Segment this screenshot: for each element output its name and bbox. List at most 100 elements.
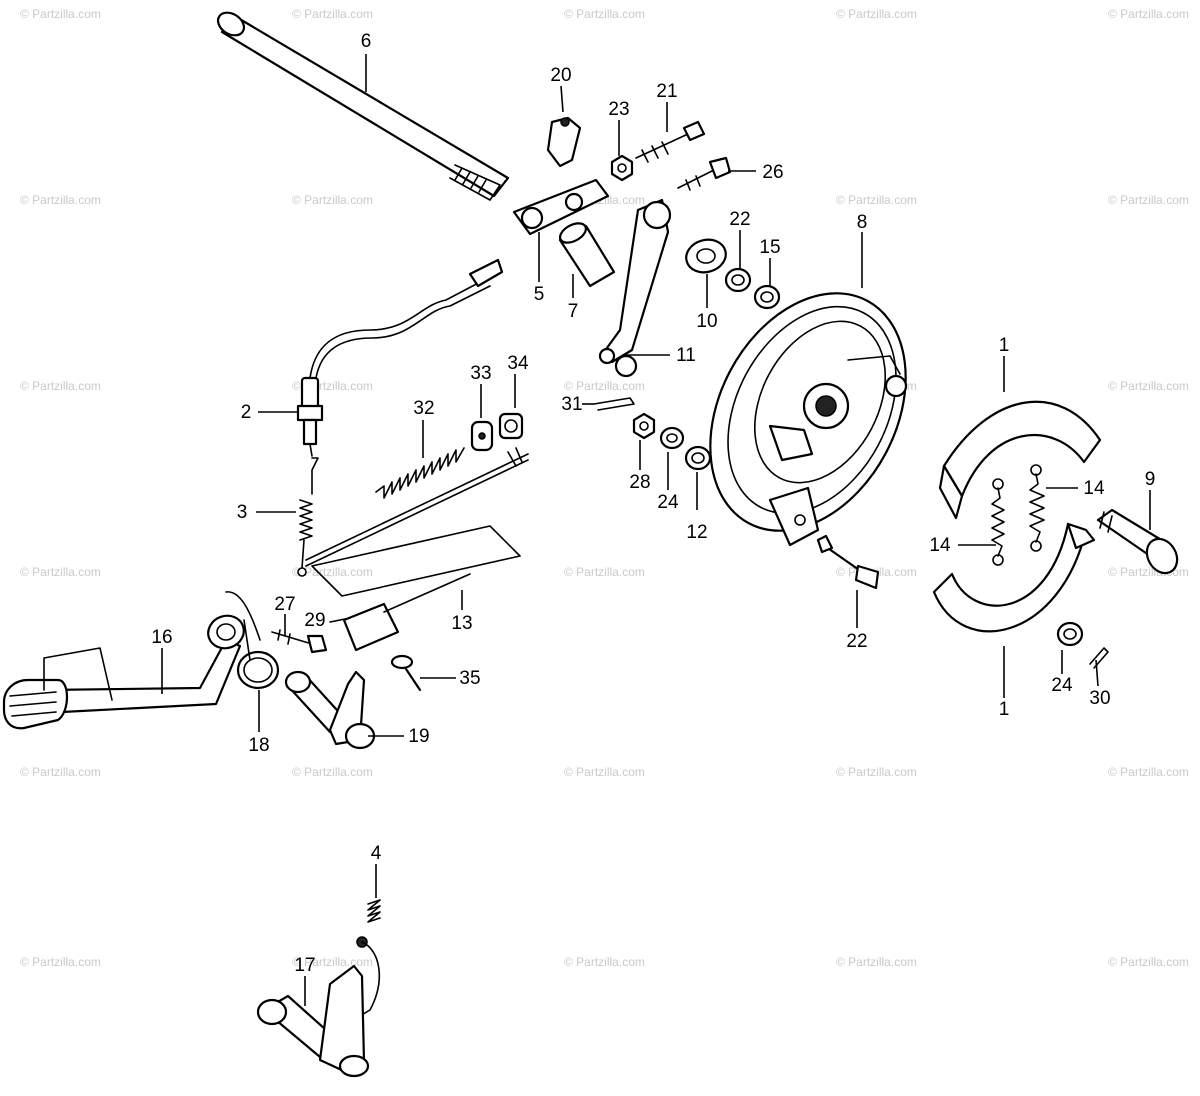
callout-31: 31 (561, 394, 582, 415)
callout-16: 16 (151, 627, 172, 648)
callout-labels: 6 20 21 23 26 8 22 15 5 7 10 11 1 33 34 … (151, 31, 1155, 976)
callout-13: 13 (451, 613, 472, 634)
brake-panel-part-8[interactable] (671, 259, 945, 564)
switch-spring-part-3[interactable] (297, 457, 319, 577)
watermark-text: © Partzilla.com (20, 565, 101, 579)
watermark-text: © Partzilla.com (1108, 7, 1189, 21)
watermark-text: © Partzilla.com (292, 565, 373, 579)
watermark-text: © Partzilla.com (564, 7, 645, 21)
washer-part-15[interactable] (753, 284, 781, 310)
callout-9: 9 (1145, 469, 1156, 490)
callout-19: 19 (408, 726, 429, 747)
callout-4: 4 (371, 843, 382, 864)
watermark-text: © Partzilla.com (564, 955, 645, 969)
brake-pedal-part-16[interactable] (2, 591, 261, 730)
callout-22-bottom: 22 (846, 631, 867, 652)
brake-shoe-lower-part-1[interactable] (932, 522, 1096, 633)
spring-part-32[interactable] (375, 447, 465, 499)
bolt-part-27[interactable] (271, 629, 328, 654)
seal-part-10[interactable] (683, 235, 730, 276)
cotter-pin-part-30[interactable] (1089, 647, 1109, 669)
return-spring-part-18[interactable] (236, 619, 280, 690)
callout-26: 26 (762, 162, 783, 183)
callout-29: 29 (304, 610, 325, 631)
callout-12: 12 (686, 522, 707, 543)
callout-1-bottom: 1 (999, 699, 1010, 720)
callout-23: 23 (608, 99, 629, 120)
leader-lines (161, 54, 1151, 1006)
callout-14-right: 14 (1083, 478, 1105, 499)
callout-3: 3 (237, 502, 248, 523)
callout-18: 18 (248, 735, 269, 756)
joint-part-33[interactable] (470, 420, 494, 452)
pin-part-29[interactable] (329, 617, 351, 623)
watermark-text: © Partzilla.com (1108, 565, 1189, 579)
watermark-text: © Partzilla.com (20, 765, 101, 779)
brake-cam-part-9[interactable] (1096, 508, 1183, 579)
spring-part-14-right[interactable] (1029, 464, 1045, 552)
callout-24-bottom: 24 (1051, 675, 1073, 696)
watermark-layer: © Partzilla.com © Partzilla.com © Partzill… (20, 7, 1189, 969)
watermark-text: © Partzilla.com (836, 765, 917, 779)
callout-10: 10 (696, 311, 717, 332)
callout-6: 6 (361, 31, 372, 52)
callout-21: 21 (656, 81, 677, 102)
watermark-text: © Partzilla.com (292, 193, 373, 207)
washer-part-24[interactable] (659, 426, 685, 450)
watermark-text: © Partzilla.com (836, 955, 917, 969)
brake-shoe-upper-part-1[interactable] (938, 400, 1102, 520)
washer-part-12[interactable] (684, 445, 712, 471)
callout-14-left: 14 (929, 535, 951, 556)
brake-arm-part-11[interactable] (598, 198, 672, 378)
watermark-text: © Partzilla.com (1108, 765, 1189, 779)
pivot-arm-part-17[interactable] (256, 936, 381, 1078)
watermark-text: © Partzilla.com (1108, 379, 1189, 393)
washer-part-22[interactable] (724, 267, 752, 293)
watermark-text: © Partzilla.com (292, 955, 373, 969)
nut-part-28[interactable] (632, 412, 656, 440)
watermark-text: © Partzilla.com (1108, 193, 1189, 207)
callout-28: 28 (629, 472, 650, 493)
watermark-text: © Partzilla.com (292, 765, 373, 779)
watermark-text: © Partzilla.com (836, 7, 917, 21)
adjusting-nut-part-34[interactable] (498, 412, 524, 440)
callout-22-top: 22 (729, 209, 750, 230)
callout-8: 8 (857, 212, 868, 233)
callout-35: 35 (459, 668, 480, 689)
collar-part-7[interactable] (557, 219, 616, 288)
washer-part-24-lower[interactable] (1056, 621, 1084, 647)
callout-15: 15 (759, 237, 780, 258)
watermark-text: © Partzilla.com (20, 193, 101, 207)
watermark-text: © Partzilla.com (836, 193, 917, 207)
callout-24-mid: 24 (657, 492, 679, 513)
callout-5: 5 (534, 284, 545, 305)
stopper-arm-part-5[interactable] (512, 178, 610, 236)
callout-33: 33 (470, 363, 491, 384)
watermark-text: © Partzilla.com (20, 955, 101, 969)
callout-20: 20 (550, 65, 571, 86)
nut-part-23[interactable] (610, 154, 634, 182)
callout-27: 27 (274, 594, 295, 615)
watermark-text: © Partzilla.com (564, 765, 645, 779)
brake-rod-part-13[interactable] (305, 447, 529, 652)
cotter-pin-part-31[interactable] (593, 397, 635, 411)
axle-part-6[interactable] (214, 8, 510, 201)
pivot-shaft-part-19[interactable] (284, 670, 376, 750)
callout-34: 34 (507, 353, 529, 374)
pin-part-22[interactable] (816, 534, 880, 590)
watermark-text: © Partzilla.com (564, 565, 645, 579)
callout-11: 11 (676, 345, 696, 366)
callout-7: 7 (568, 301, 579, 322)
watermark-text: © Partzilla.com (20, 7, 101, 21)
watermark-text: © Partzilla.com (564, 379, 645, 393)
bolt-part-21[interactable] (635, 120, 706, 163)
watermark-text: © Partzilla.com (292, 7, 373, 21)
clip-part-20[interactable] (546, 116, 582, 168)
pin-part-35[interactable] (390, 654, 422, 692)
spring-part-14-left[interactable] (991, 478, 1005, 566)
spring-part-4[interactable] (367, 899, 381, 923)
bolt-part-26[interactable] (677, 156, 732, 191)
brake-switch-part-2[interactable] (296, 258, 504, 457)
callout-1-top: 1 (999, 335, 1010, 356)
